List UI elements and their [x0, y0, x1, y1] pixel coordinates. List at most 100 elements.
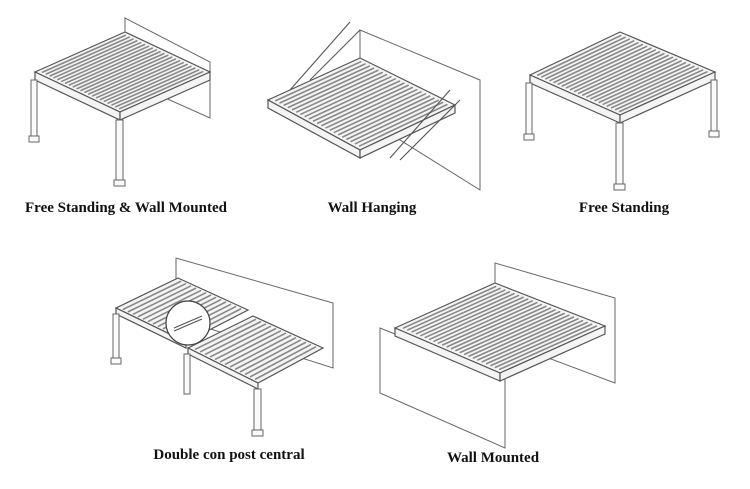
roof-slat [333, 91, 422, 134]
roof-slat [424, 294, 520, 339]
roof-slat [204, 323, 267, 355]
roof-slat [103, 63, 188, 103]
diagram-double-con-post-central [108, 257, 338, 438]
roof-slat [420, 292, 515, 337]
hanging-rod-left [289, 21, 351, 91]
pergola-drawing-2 [266, 21, 481, 191]
roof-slat [477, 316, 575, 361]
caption-wall-hanging: Wall Hanging [327, 200, 417, 216]
roof-slat [472, 314, 570, 359]
roof-slat [194, 318, 257, 351]
roof-slat [41, 34, 127, 74]
post-central [183, 353, 191, 395]
roof-slat [214, 327, 277, 360]
roof-slat [88, 56, 173, 95]
roof-slat [463, 310, 561, 356]
roof-slat [229, 334, 292, 368]
roof-slat [329, 88, 418, 131]
roof-slat [57, 41, 142, 81]
roof-slat [308, 78, 396, 120]
roof-slat [118, 70, 204, 110]
roof-slat [490, 321, 588, 367]
roof-slat [64, 45, 150, 84]
post-left [525, 82, 533, 139]
caption-double-con-post-central: Double con post central [153, 447, 305, 463]
roof-slat [561, 45, 648, 87]
roof-slat [279, 63, 366, 104]
roof-slat [91, 58, 177, 97]
roof-slat [358, 103, 448, 147]
hanging-rod-right [389, 89, 451, 159]
diagram-wall-hanging [260, 10, 490, 191]
roof-slat [590, 58, 678, 100]
diagram-free-standing-wall-mounted [20, 10, 240, 190]
roof-slat [111, 67, 196, 106]
diagram-wall-mounted [375, 258, 620, 449]
roof-slat [594, 60, 682, 102]
roof-slat [283, 65, 371, 106]
roof-slat [481, 318, 579, 363]
diagram-free-standing [515, 10, 735, 195]
roof-slat [76, 50, 161, 90]
roof-slat [557, 43, 644, 85]
roof-slat [598, 62, 687, 104]
roof-slats [41, 34, 204, 110]
roof-slat [234, 337, 297, 370]
pergola-drawing-3 [523, 31, 720, 191]
roof-slat [325, 86, 414, 129]
caption-wall-mounted: Wall Mounted [446, 450, 540, 466]
roof-slat [549, 40, 635, 82]
roof-slat [606, 65, 695, 107]
post-left [30, 79, 38, 141]
detail-magnifier [165, 300, 211, 346]
roof-slat [209, 325, 272, 358]
roof-slat [95, 60, 181, 99]
roof-slat [219, 330, 282, 363]
roof-slat [296, 71, 383, 113]
post-front [115, 119, 124, 186]
roof-slat [614, 69, 704, 111]
roof-slat [573, 51, 661, 93]
roof-slat [499, 325, 598, 371]
pergola-drawing-5 [379, 262, 616, 449]
roof-slat [53, 40, 138, 79]
roof-slat [316, 82, 405, 125]
roof-slat [199, 321, 262, 353]
roof-slat [127, 282, 187, 313]
roof-slat [137, 287, 197, 318]
roof-slat [350, 99, 440, 143]
roof-slat [99, 61, 185, 101]
roof-slat [569, 49, 656, 91]
roof-slat [433, 298, 529, 342]
roof-slat [321, 84, 409, 127]
roof-slat [346, 97, 435, 140]
roof-slat [354, 101, 444, 145]
roof-slat [446, 303, 543, 348]
roof-slat [577, 52, 665, 95]
roof-slat [494, 323, 593, 369]
roof-slat [72, 49, 157, 88]
roof-slat [49, 38, 134, 77]
roof-slat [300, 73, 388, 115]
post-front [253, 388, 262, 435]
roof-slat [455, 307, 552, 352]
roof-slat [545, 38, 631, 80]
post-front [615, 122, 624, 189]
roof-slat [485, 319, 584, 365]
roof-slat [610, 67, 700, 109]
roof-slat [437, 300, 533, 344]
roof-slat [68, 47, 154, 86]
caption-free-standing-wall-mounted: Free Standing & Wall Mounted [25, 200, 227, 216]
roof-slat [540, 36, 626, 78]
roof-slat [287, 67, 375, 109]
roof-slat [337, 93, 427, 136]
roof-slat [582, 54, 669, 96]
roof-slat [450, 305, 547, 350]
roof-slat [122, 280, 182, 311]
roof-slat [536, 34, 622, 76]
roof-slat [342, 95, 431, 138]
roof-slat [249, 344, 312, 378]
caption-free-standing: Free Standing [578, 200, 670, 216]
post-right [710, 79, 718, 136]
roof-slat [304, 76, 392, 118]
